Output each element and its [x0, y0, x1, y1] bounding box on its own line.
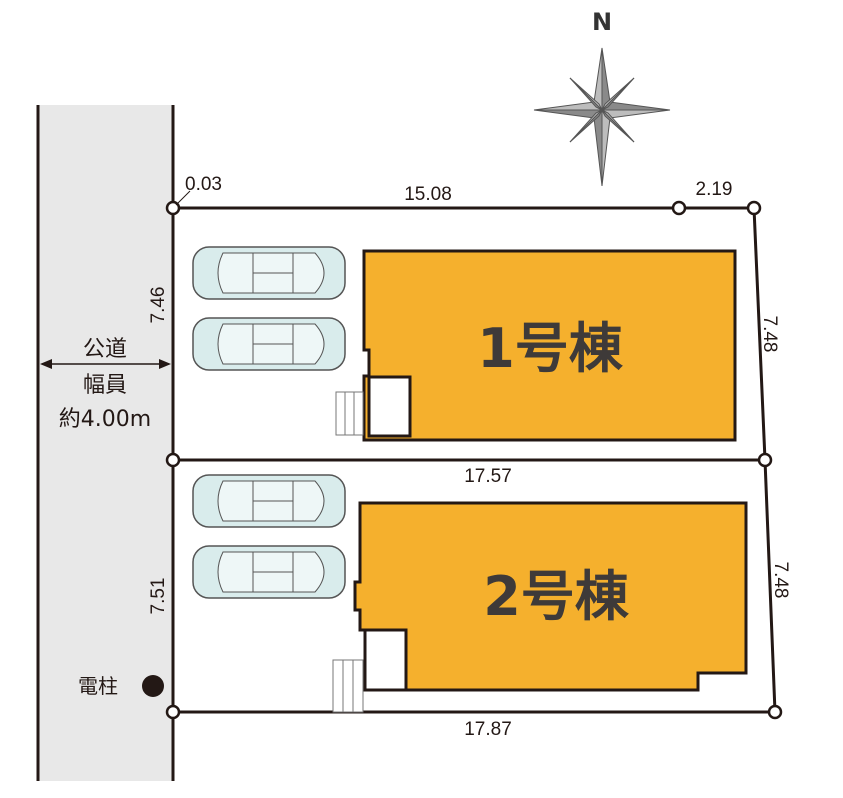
dim-top-right: 2.19 [696, 179, 733, 200]
dim-middle: 17.57 [464, 466, 512, 487]
dim-lot1-left: 7.46 [148, 287, 169, 324]
building-1-label: 1号棟 [477, 317, 624, 380]
arrow-head-right [159, 359, 171, 369]
car-icon [192, 545, 346, 599]
dim-top-corner-leader [175, 190, 191, 206]
road-label-line3: 約4.00m [59, 407, 151, 432]
dim-bottom: 17.87 [464, 719, 512, 740]
car-icon [192, 317, 346, 371]
building-1-entrance [367, 375, 412, 438]
road-label-line2: 幅員 [83, 373, 127, 398]
car-icon [192, 474, 346, 528]
road-label-bg-1 [70, 333, 140, 361]
compass-rose-icon [533, 47, 671, 187]
utility-pole-icon [142, 675, 164, 697]
dim-lot1-right: 7.48 [759, 316, 780, 353]
road-label-line1: 公道 [83, 337, 127, 362]
dim-lot2-left: 7.51 [148, 578, 169, 615]
building-2-label: 2号棟 [483, 565, 630, 628]
arrow-head-left [40, 359, 52, 369]
building-1 [362, 249, 737, 442]
boundary-markers [165, 200, 783, 720]
dim-top-corner: 0.03 [185, 174, 222, 195]
car-icon [192, 246, 346, 300]
compass-north-label: N [592, 8, 612, 36]
dim-lot2-right: 7.48 [770, 562, 791, 599]
utility-pole-label: 電柱 [78, 674, 118, 698]
building-2-entrance [363, 628, 408, 692]
dim-top-main: 15.08 [404, 184, 452, 205]
steps-2 [332, 659, 364, 713]
public-road [38, 105, 173, 781]
steps-1 [335, 391, 364, 436]
